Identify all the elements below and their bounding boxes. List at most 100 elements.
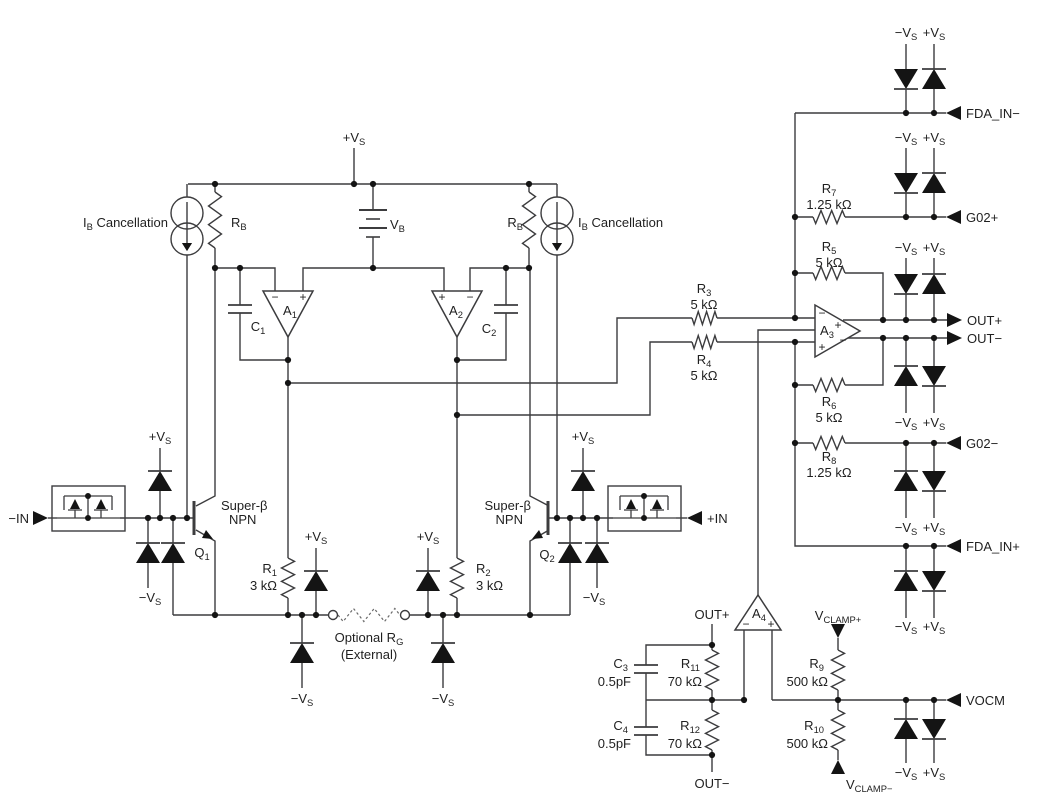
resistor-R6 xyxy=(812,376,846,394)
pin-marker-out-minus xyxy=(947,331,962,345)
label-r1-value: 3 kΩ xyxy=(250,578,277,593)
junction-dot xyxy=(566,514,574,522)
label-pos-vs: +VS xyxy=(149,429,172,446)
wire xyxy=(195,268,216,507)
junction-dot xyxy=(312,611,320,619)
label-neg-vs: −VS xyxy=(895,520,918,537)
resistor-R11 xyxy=(703,649,721,691)
diode xyxy=(922,471,946,491)
a1-plus: + xyxy=(299,290,306,304)
junction-dot xyxy=(156,514,164,522)
resistor-R10 xyxy=(829,709,847,751)
wire xyxy=(302,267,445,291)
esd-cell-right-arrow xyxy=(626,499,636,509)
label-r11: R11 xyxy=(681,656,700,673)
junction-dot xyxy=(453,611,461,619)
junction-dot xyxy=(879,316,887,324)
wire xyxy=(845,338,884,386)
label-ib-cancellation-left: IB Cancellation xyxy=(83,215,168,232)
junction-dot xyxy=(641,515,647,521)
junction-dot xyxy=(708,696,716,704)
junction-dot xyxy=(791,439,799,447)
diode xyxy=(894,471,918,491)
label-c3: C3 xyxy=(613,656,628,673)
label-out-minus-terminal: OUT− xyxy=(694,776,729,791)
label-neg-vs: −VS xyxy=(895,130,918,147)
wire xyxy=(457,341,692,416)
label-pin-fda-in-plus: FDA_IN+ xyxy=(966,539,1020,554)
pin-marker-vocm xyxy=(946,693,961,707)
junction-dot xyxy=(902,696,910,704)
junction-dot xyxy=(930,334,938,342)
opamp-A2 xyxy=(430,290,484,339)
esd-cell-right-arrow xyxy=(652,499,662,509)
junction-dot xyxy=(453,411,461,419)
junction-dot xyxy=(369,180,377,188)
label-r12: R12 xyxy=(680,718,700,735)
a1-minus: − xyxy=(271,290,278,304)
label-a1: A1 xyxy=(283,303,297,320)
label-neg-vs: −VS xyxy=(432,691,455,708)
label-r3: R3 xyxy=(697,281,712,298)
junction-dot xyxy=(453,356,461,364)
a4-plus: + xyxy=(767,617,774,631)
pin-marker-neg-in xyxy=(33,511,48,525)
label-q1-type: Super-β xyxy=(221,498,268,513)
junction-dot xyxy=(791,314,799,322)
label-external: (External) xyxy=(341,647,397,662)
pin-marker-pos-in xyxy=(687,511,702,525)
resistor-R7 xyxy=(812,208,846,226)
junction-dot xyxy=(211,180,219,188)
junction-dot xyxy=(211,264,219,272)
current-arrow-left xyxy=(182,243,192,251)
diode xyxy=(922,173,946,193)
esd-cell-left-box xyxy=(51,485,126,532)
label-c3-value: 0.5pF xyxy=(598,674,631,689)
pin-marker-vclamp-plus xyxy=(831,624,845,638)
esd-cell-left-arrow xyxy=(70,499,80,509)
junction-dot xyxy=(902,316,910,324)
label-r6-value: 5 kΩ xyxy=(815,410,842,425)
label-q1-type2: NPN xyxy=(229,512,256,527)
junction-dot xyxy=(525,180,533,188)
pin-marker-fda-in-plus xyxy=(946,539,961,553)
a2-plus: + xyxy=(438,290,445,304)
resistor-R4 xyxy=(691,333,718,351)
label-r9-value: 500 kΩ xyxy=(786,674,828,689)
resistor-R1 xyxy=(279,557,297,599)
label-c4-value: 0.5pF xyxy=(598,736,631,751)
junction-dot xyxy=(708,751,716,759)
q1-emitter-arrow xyxy=(202,530,213,539)
diode xyxy=(922,274,946,294)
junction-dot xyxy=(526,611,534,619)
junction-dot xyxy=(708,641,716,649)
junction-dot xyxy=(791,381,799,389)
label-r2-value: 3 kΩ xyxy=(476,578,503,593)
diode xyxy=(571,471,595,491)
current-arrow-right xyxy=(552,243,562,251)
label-rb-right: RB xyxy=(507,215,523,232)
label-q2: Q2 xyxy=(539,547,554,564)
diode xyxy=(431,643,455,663)
diode xyxy=(922,571,946,591)
diode xyxy=(894,571,918,591)
a4-minus: − xyxy=(742,617,749,631)
wire xyxy=(794,342,946,547)
diode xyxy=(290,643,314,663)
label-r5-value: 5 kΩ xyxy=(815,255,842,270)
label-a4: A4 xyxy=(752,606,766,623)
label-r4-value: 5 kΩ xyxy=(690,368,717,383)
a2-minus: − xyxy=(466,290,473,304)
opamp-A3 xyxy=(814,303,862,359)
label-pin-vocm: VOCM xyxy=(966,693,1005,708)
label-vclamp-minus: VCLAMP− xyxy=(846,777,893,794)
label-neg-vs: −VS xyxy=(291,691,314,708)
wire xyxy=(215,267,276,291)
junction-dot xyxy=(211,611,219,619)
diode xyxy=(922,719,946,739)
label-vclamp-plus: VCLAMP+ xyxy=(815,608,862,625)
junction-dot xyxy=(791,269,799,277)
label-neg-vs: −VS xyxy=(895,619,918,636)
label-q1: Q1 xyxy=(194,545,209,562)
